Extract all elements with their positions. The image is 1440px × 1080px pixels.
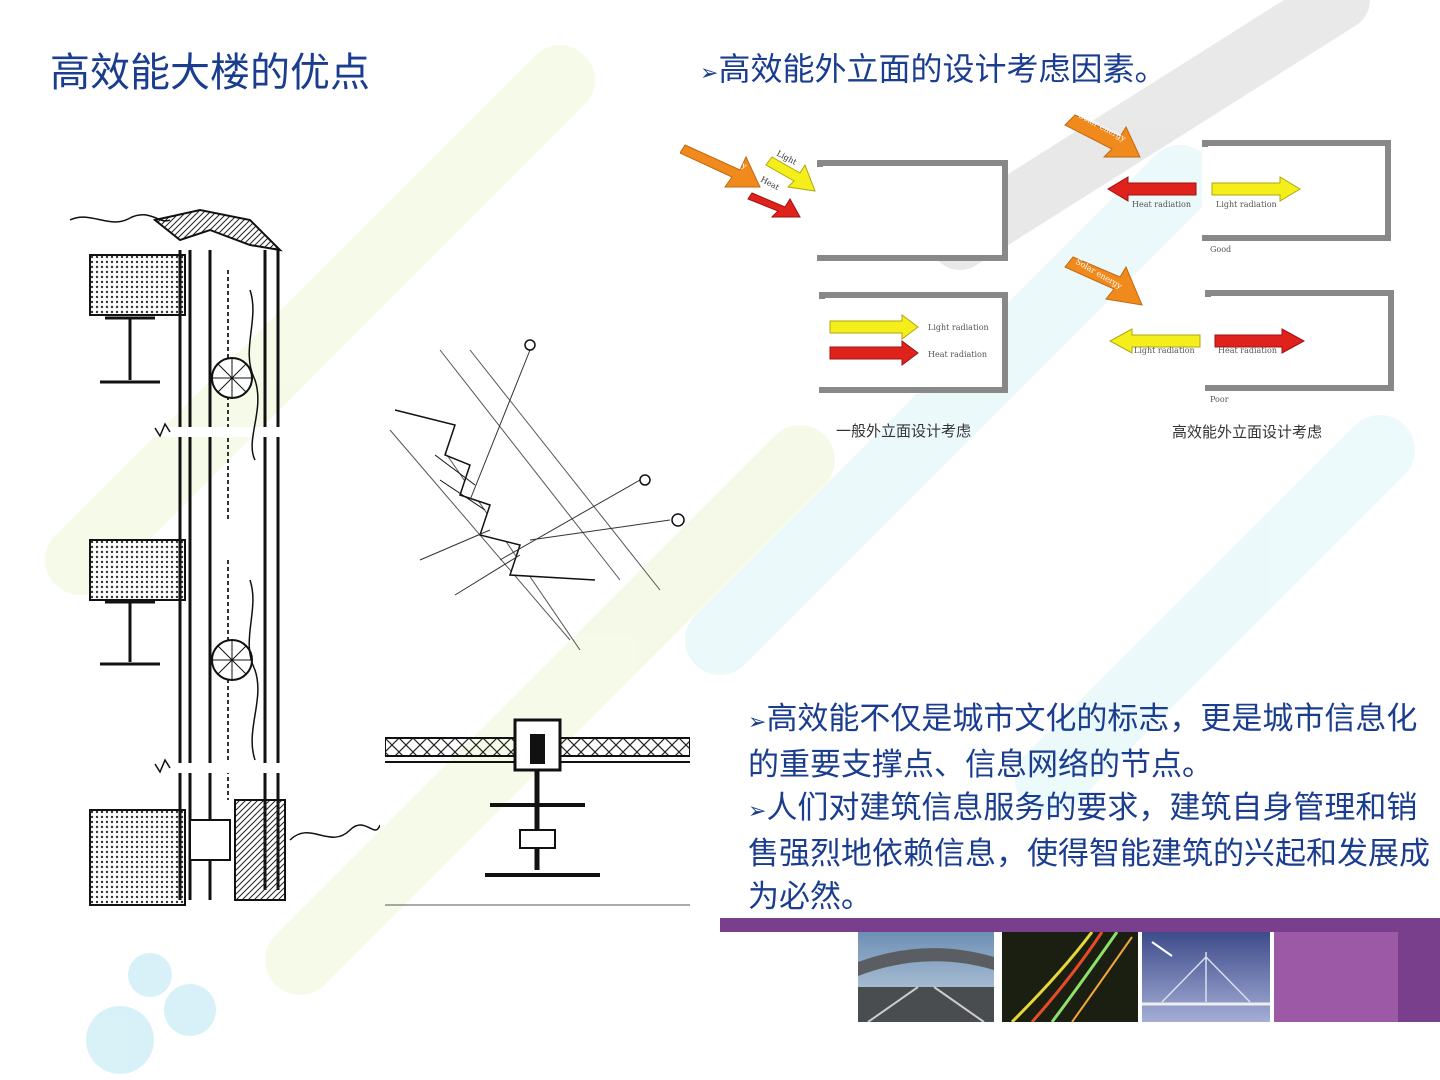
wall-section-drawing xyxy=(69,208,380,906)
title-right-text: 高效能外立面的设计考虑因素。 xyxy=(718,50,1167,88)
label-light-radiation-poor: Light radiation xyxy=(1134,346,1195,355)
heat-radiation-arrow-good xyxy=(1107,176,1197,202)
bullet-text-2: 人们对建筑信息服务的要求，建筑自身管理和销售强烈地依赖信息，使得智能建筑的兴起和… xyxy=(748,790,1430,915)
photo-strip xyxy=(720,932,1440,1022)
heat-arrow xyxy=(747,192,801,218)
label-heat-radiation-good: Heat radiation xyxy=(1132,200,1191,209)
label-heat-left: Heat xyxy=(759,175,781,193)
caption-ordinary-facade: 一般外立面设计考虑 xyxy=(836,422,972,440)
bullet-marker: ➢ xyxy=(748,799,767,824)
label-poor: Poor xyxy=(1210,395,1229,404)
bridge-photo xyxy=(1142,932,1270,1022)
light-arrow xyxy=(765,156,816,192)
label-heat-radiation-ordinary: Heat radiation xyxy=(928,350,987,359)
slide-title-right: ➢高效能外立面的设计考虑因素。 xyxy=(700,44,1166,90)
light-radiation-arrow-good xyxy=(1211,176,1301,202)
label-light-radiation-ordinary: Light radiation xyxy=(928,323,989,332)
heat-radiation-arrow-ordinary xyxy=(829,340,919,366)
slide-title-left: 高效能大楼的优点 xyxy=(50,50,370,96)
accent-block xyxy=(1274,932,1398,1022)
caption-high-performance-facade: 高效能外立面设计考虑 xyxy=(1172,423,1323,441)
label-good: Good xyxy=(1210,245,1231,254)
ordinary-facade-box-bottom xyxy=(819,292,1008,393)
bullet-marker: ➢ xyxy=(748,710,767,735)
light-radiation-arrow-poor xyxy=(1108,328,1201,354)
label-light-radiation-good: Light radiation xyxy=(1216,200,1277,209)
light-trails-photo xyxy=(1002,932,1138,1022)
highway-photo xyxy=(858,932,994,1022)
bullet-text-1: 高效能不仅是城市文化的标志，更是城市信息化的重要支撑点、信息网络的节点。 xyxy=(748,701,1418,783)
bullet-item-2: ➢人们对建筑信息服务的要求，建筑自身管理和销售强烈地依赖信息，使得智能建筑的兴起… xyxy=(748,787,1440,919)
louver-sketch xyxy=(389,339,685,650)
facade-design-diagram: Solar energy Light Heat Light radiation … xyxy=(680,111,1394,404)
bullet-list: ➢高效能不仅是城市文化的标志，更是城市信息化的重要支撑点、信息网络的节点。 ➢人… xyxy=(748,698,1440,919)
mullion-section-drawing xyxy=(385,718,690,906)
heat-radiation-arrow-poor xyxy=(1214,328,1306,354)
label-heat-radiation-poor: Heat radiation xyxy=(1218,346,1277,355)
solar-energy-arrow-poor xyxy=(1064,256,1143,306)
bullet-item-1: ➢高效能不仅是城市文化的标志，更是城市信息化的重要支撑点、信息网络的节点。 xyxy=(748,698,1440,787)
solar-energy-arrow-good xyxy=(1064,114,1141,158)
solar-energy-arrow xyxy=(680,144,761,188)
bullet-marker: ➢ xyxy=(700,61,719,86)
decorative-band xyxy=(720,918,1440,932)
ordinary-facade-box-top xyxy=(817,160,1008,261)
light-radiation-arrow-ordinary xyxy=(829,314,919,340)
accent-block-dark xyxy=(1398,932,1440,1022)
